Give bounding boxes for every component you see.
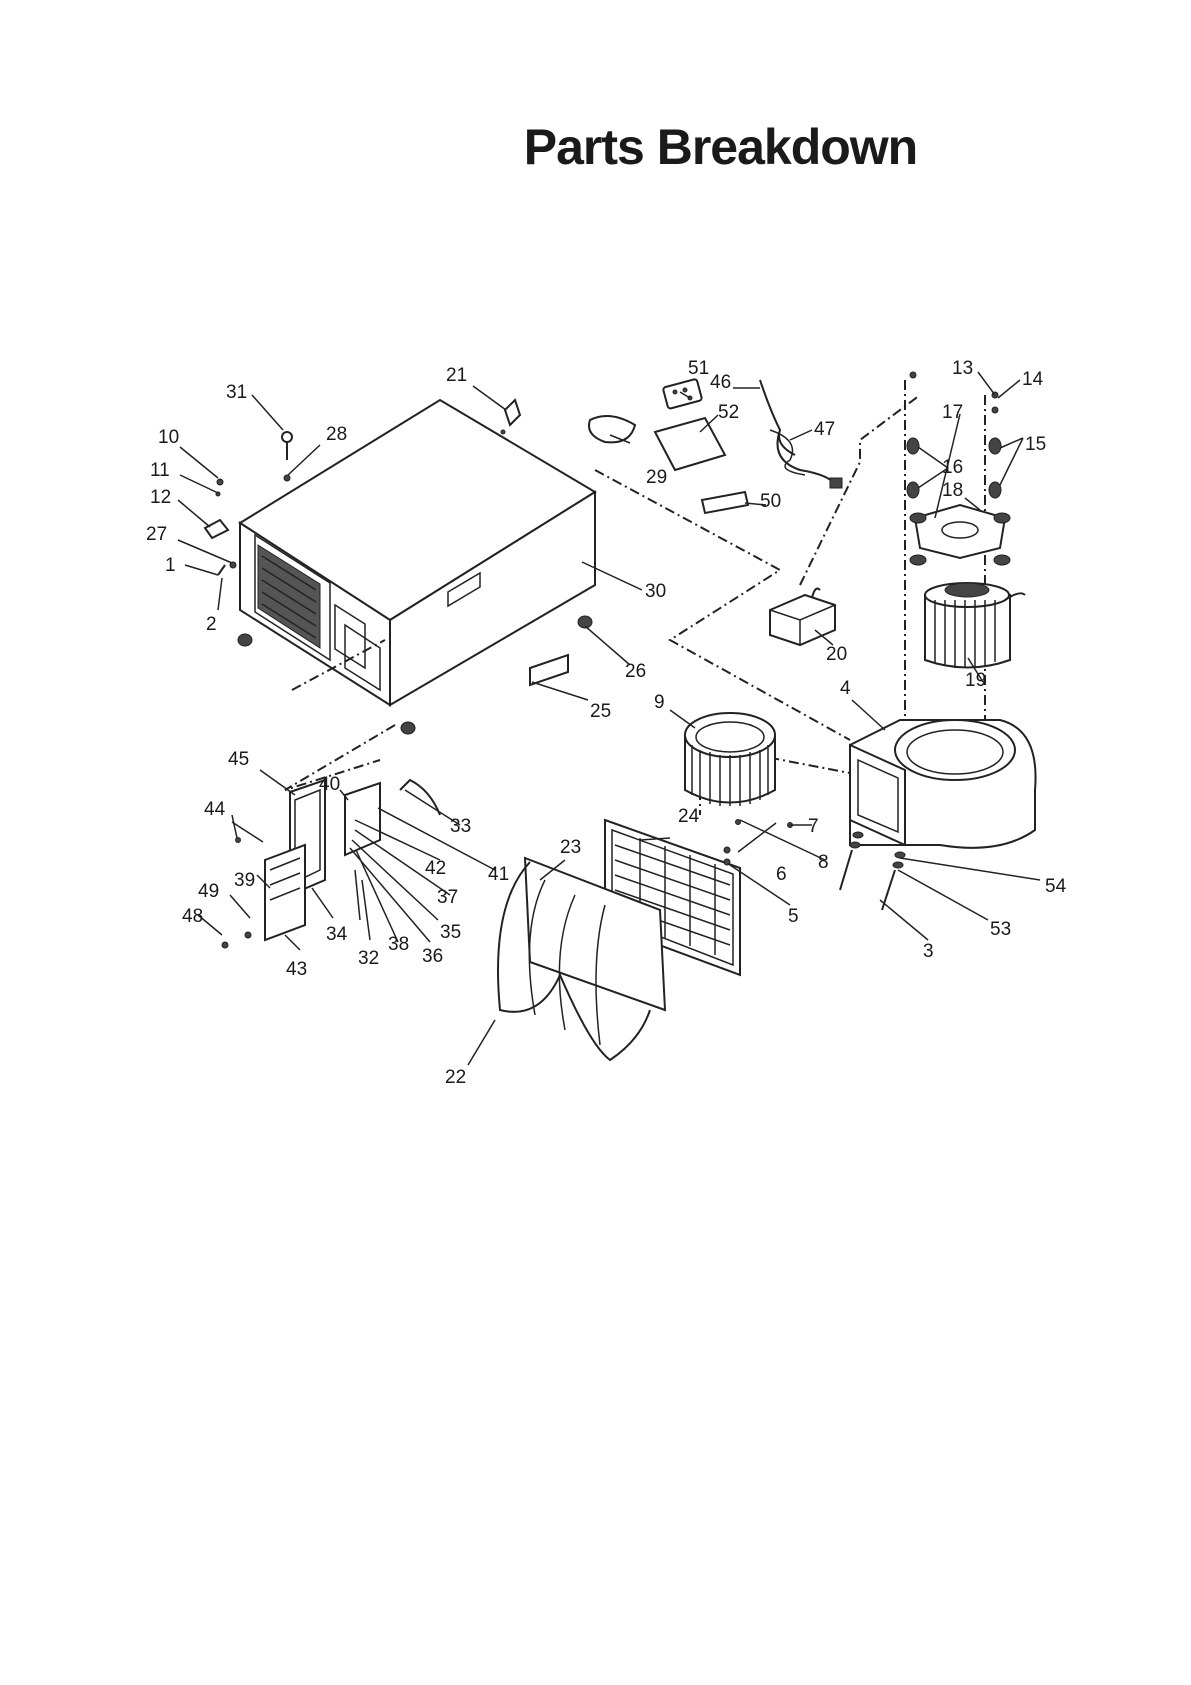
capacitor: [770, 589, 835, 645]
label-3: 3: [923, 941, 934, 962]
label-25: 25: [590, 701, 611, 722]
speed-indicator-lens: [530, 655, 568, 685]
label-49: 49: [198, 881, 219, 902]
label-54: 54: [1045, 876, 1067, 897]
label-31: 31: [226, 382, 247, 403]
label-34: 34: [326, 924, 348, 945]
label-13: 13: [952, 358, 973, 379]
label-11: 11: [150, 460, 170, 481]
label-19: 19: [965, 670, 986, 691]
label-35: 35: [440, 922, 461, 943]
label-29: 29: [646, 467, 667, 488]
label-14: 14: [1022, 369, 1044, 390]
label-10: 10: [158, 427, 179, 448]
label-45: 45: [228, 749, 249, 770]
control-panel-assembly: [222, 780, 440, 948]
label-37: 37: [437, 887, 458, 908]
label-41: 41: [488, 864, 509, 885]
label-43: 43: [286, 959, 307, 980]
label-12: 12: [150, 487, 171, 508]
front-bracket: [505, 400, 520, 425]
label-9: 9: [654, 692, 665, 713]
label-18: 18: [942, 480, 963, 501]
label-15: 15: [1025, 434, 1046, 455]
label-36: 36: [422, 946, 443, 967]
label-21: 21: [446, 365, 467, 386]
label-22: 22: [445, 1067, 466, 1088]
fan-wheel: [685, 713, 775, 806]
label-52: 52: [718, 402, 739, 423]
label-16: 16: [942, 457, 963, 478]
ir-receiver-cover: [702, 492, 748, 513]
label-26: 26: [625, 661, 646, 682]
label-20: 20: [826, 644, 847, 665]
cabinet-housing: [238, 400, 595, 734]
label-30: 30: [645, 581, 666, 602]
label-2: 2: [206, 614, 217, 635]
label-42: 42: [425, 858, 446, 879]
label-32: 32: [358, 948, 379, 969]
label-51: 51: [688, 358, 709, 379]
remote-holder: [655, 418, 725, 470]
remote-bracket: [589, 416, 635, 442]
label-48: 48: [182, 906, 203, 927]
label-23: 23: [560, 837, 581, 858]
label-38: 38: [388, 934, 409, 955]
label-24: 24: [678, 806, 700, 827]
label-53: 53: [990, 919, 1011, 940]
label-50: 50: [760, 491, 781, 512]
label-8: 8: [818, 852, 829, 873]
label-17: 17: [942, 402, 963, 423]
label-6: 6: [776, 864, 787, 885]
label-27: 27: [146, 524, 167, 545]
label-4: 4: [840, 678, 851, 699]
label-28: 28: [326, 424, 347, 445]
label-39: 39: [234, 870, 255, 891]
label-44: 44: [204, 799, 226, 820]
motor-mount-plate: [910, 505, 1010, 565]
label-40: 40: [319, 774, 340, 795]
label-1: 1: [165, 555, 176, 576]
motor: [925, 583, 1025, 668]
label-5: 5: [788, 906, 799, 927]
label-47: 47: [814, 419, 835, 440]
label-46: 46: [710, 372, 731, 393]
label-33: 33: [450, 816, 471, 837]
blower-housing: [850, 720, 1036, 848]
label-7: 7: [808, 816, 819, 837]
